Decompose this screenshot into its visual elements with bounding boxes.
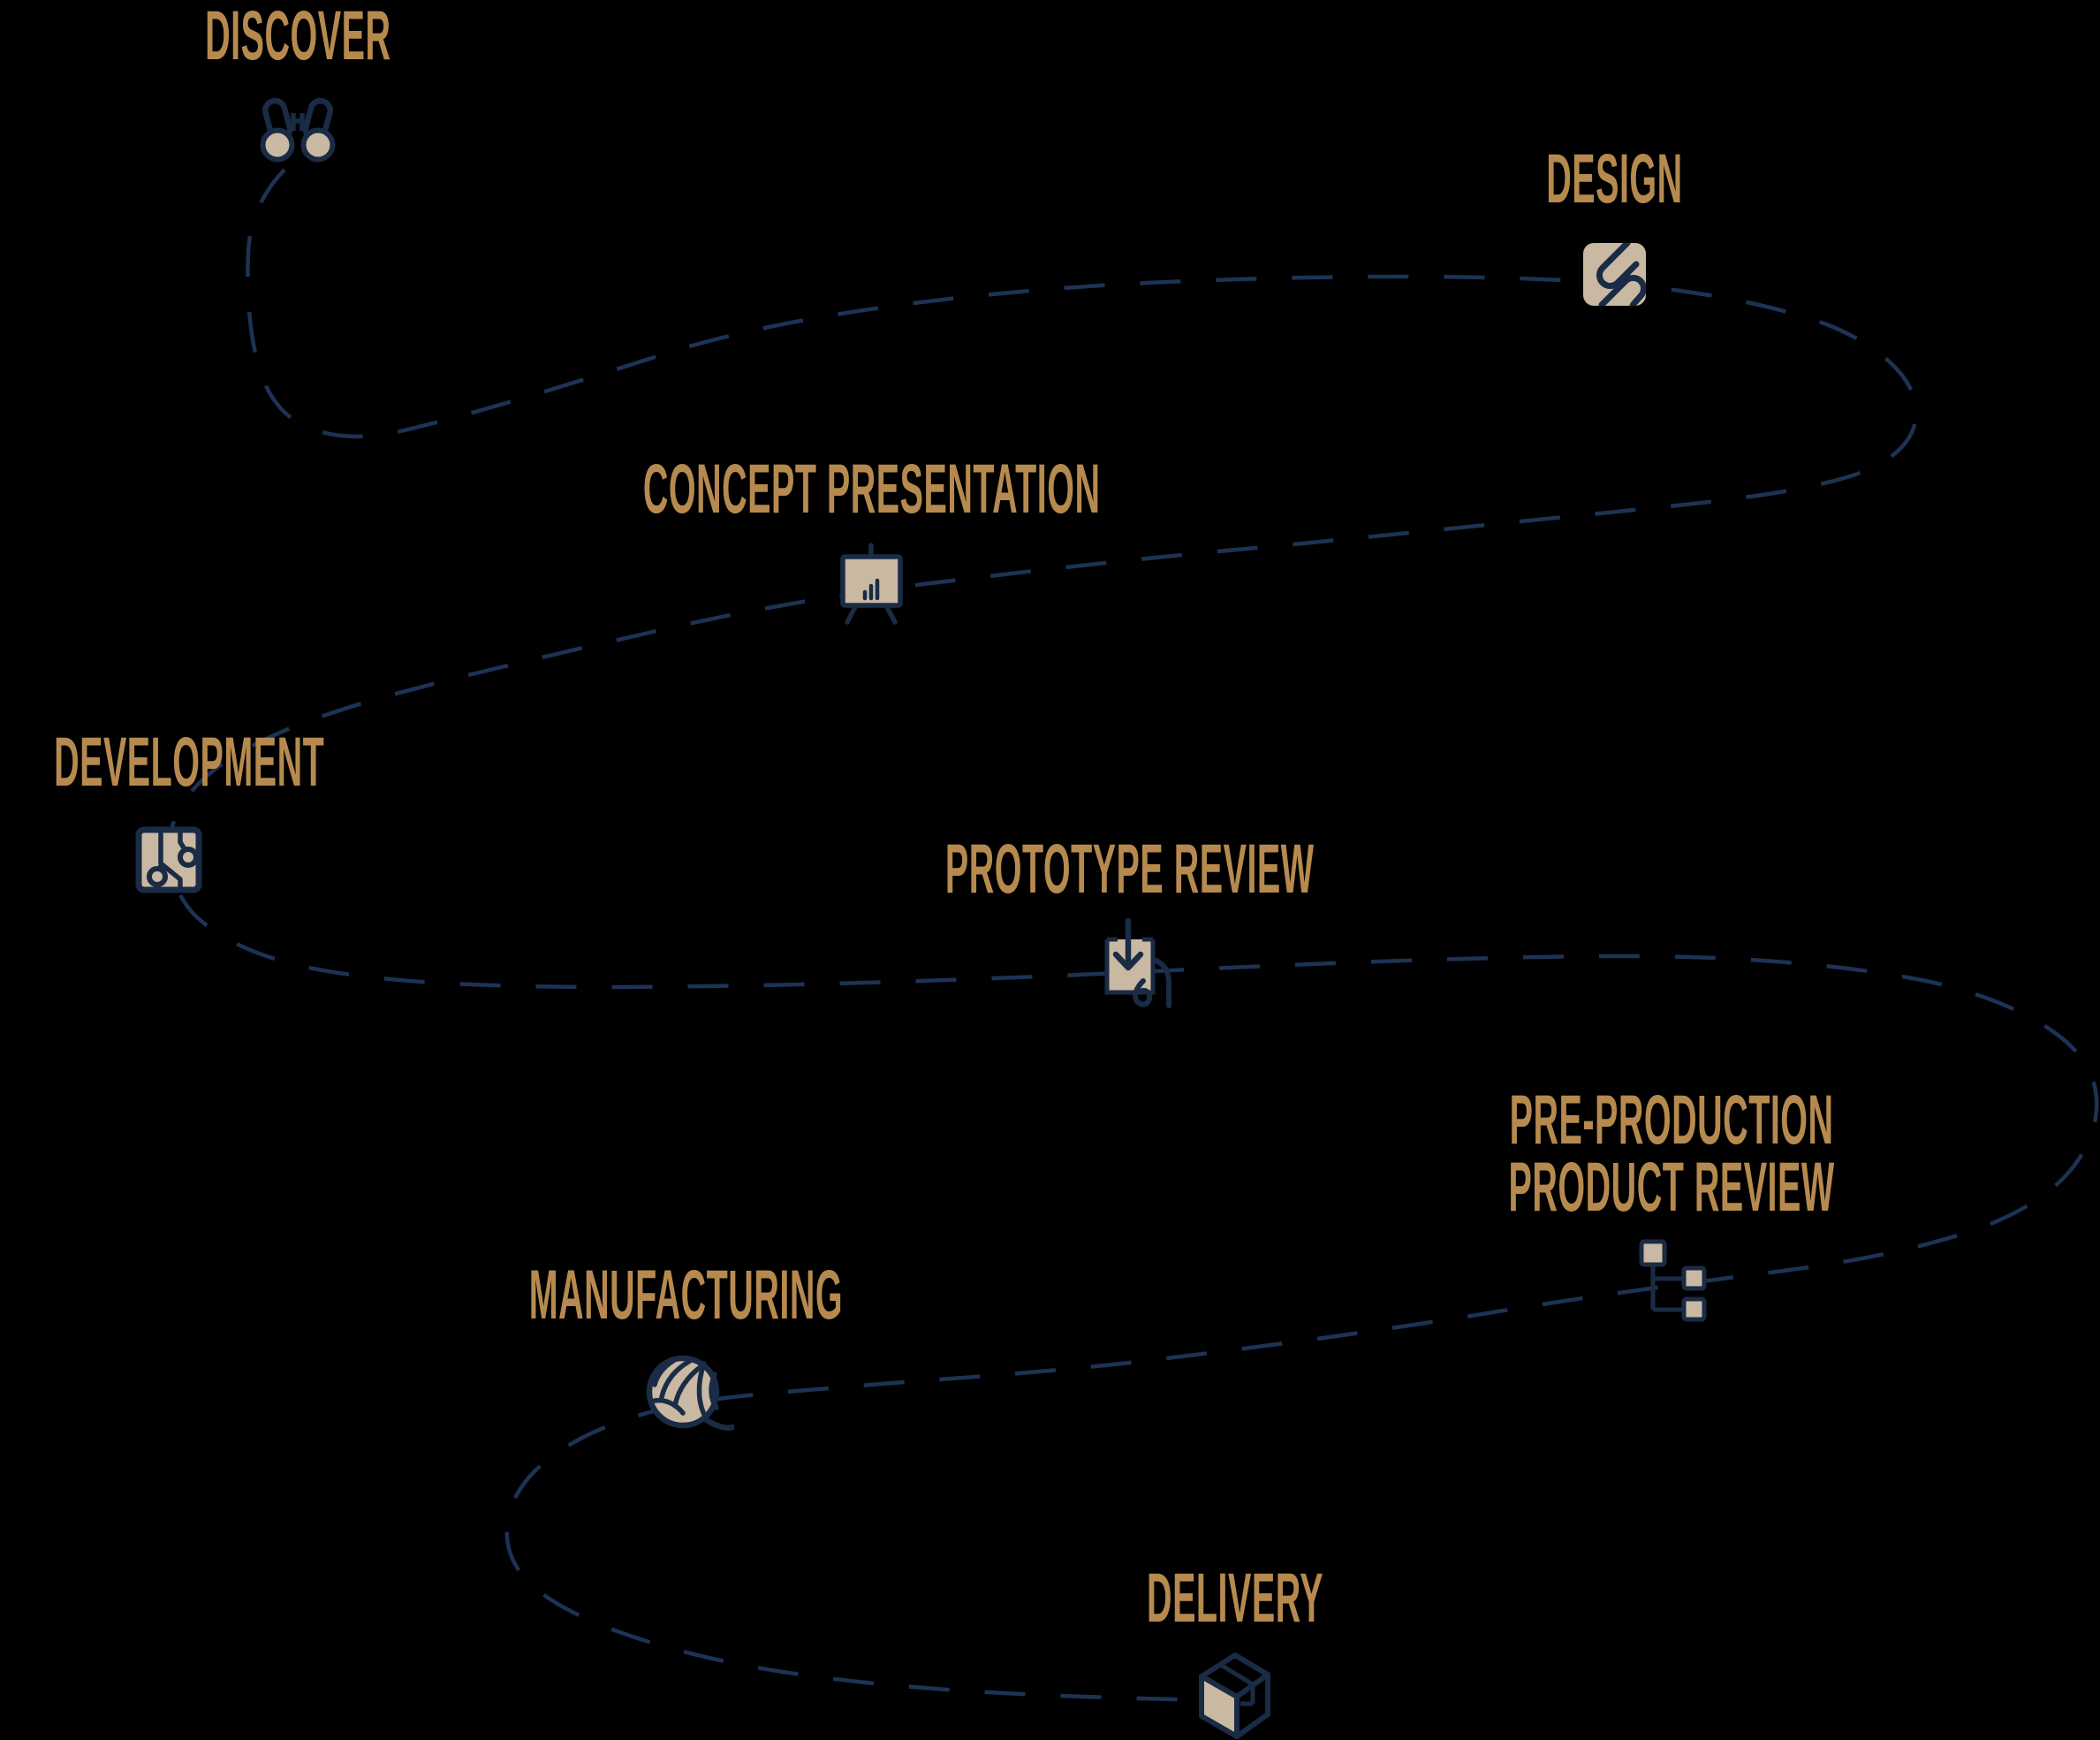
yarn-ball-icon <box>646 1355 734 1431</box>
hierarchy-flow-icon <box>1639 1239 1707 1322</box>
binoculars-icon <box>260 97 336 163</box>
presentation-easel-icon <box>840 543 903 625</box>
journey-path-line <box>167 168 2099 1703</box>
fabric-swatch-icon <box>1583 243 1646 306</box>
package-box-icon <box>1199 1653 1270 1739</box>
hand-receiving-box-icon <box>1104 917 1171 1008</box>
circuit-board-icon <box>135 826 202 893</box>
